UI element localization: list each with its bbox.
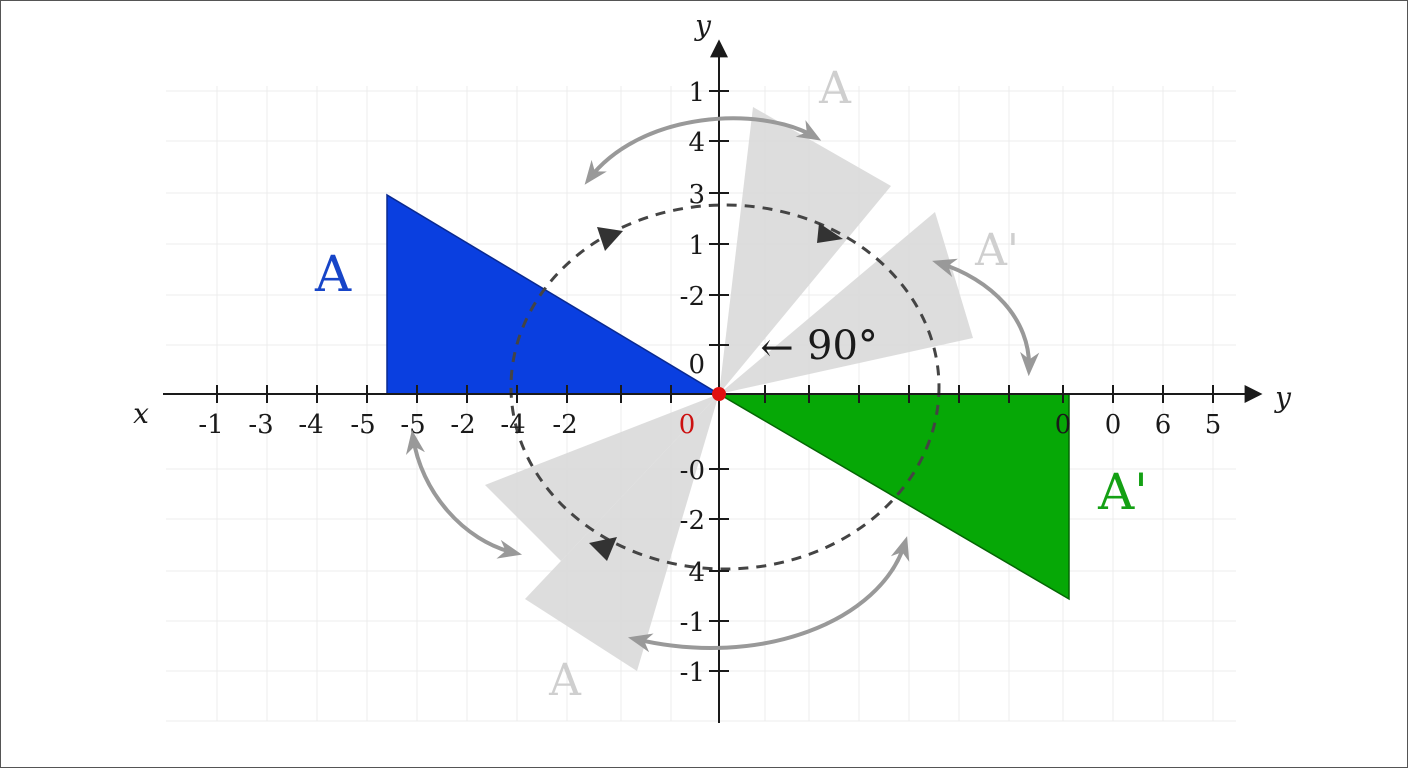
x-tick-label: 0	[1055, 410, 1072, 440]
rotation-angle-label: 90°	[807, 323, 878, 369]
path-arrowhead-icon	[589, 537, 617, 561]
label-ghost-top: A	[818, 63, 852, 114]
y-tick-label: 3	[688, 180, 705, 210]
x-axis-name: x	[133, 397, 149, 430]
y-axis-name-right: y	[1273, 381, 1292, 414]
curved-arrow-bottom	[627, 536, 910, 653]
y-tick-label: -2	[680, 282, 705, 312]
y-tick-label: 4	[688, 558, 705, 588]
rotation-center-point	[712, 387, 726, 401]
ghost-triangle-bottom	[525, 394, 719, 671]
y-axis-name-top: y	[693, 9, 712, 42]
label-triangle-A-prime: A'	[1097, 463, 1148, 521]
label-ghost-bottom: A	[548, 655, 582, 706]
y-tick-label: 4	[688, 128, 705, 158]
x-tick-label: 6	[1155, 410, 1172, 440]
y-tick-label: 1	[688, 78, 705, 108]
x-tick-label: -4	[298, 410, 323, 440]
x-tick-label: 5	[1205, 410, 1222, 440]
x-tick-label: -5	[350, 410, 375, 440]
y-tick-label: -1	[680, 658, 705, 688]
label-triangle-A: A	[314, 245, 352, 303]
path-arrowhead-icon	[817, 223, 843, 243]
path-arrowhead-icon	[597, 227, 623, 251]
rotation-arrow-icon: ←	[760, 325, 794, 371]
x-tick-label: -5	[400, 410, 425, 440]
x-axis-ticks	[216, 385, 1214, 403]
x-tick-label: -4	[500, 410, 525, 440]
y-tick-label: -2	[680, 506, 705, 536]
label-ghost-upper-right: A'	[974, 225, 1019, 276]
y-tick-label: 1	[688, 231, 705, 261]
y-tick-label: 0	[688, 350, 705, 380]
y-tick-label: -1	[680, 608, 705, 638]
ghost-triangle-upper-right	[719, 212, 973, 394]
ghost-triangle-lower-left	[485, 394, 719, 561]
curved-arrow-left	[405, 429, 523, 559]
curved-arrow-top	[584, 116, 822, 185]
curved-arrow-right	[932, 258, 1040, 377]
x-tick-label: -2	[450, 410, 475, 440]
x-tick-label: -3	[248, 410, 273, 440]
origin-label: 0	[679, 410, 696, 440]
x-tick-label: 0	[1105, 410, 1122, 440]
y-tick-label: -0	[680, 456, 705, 486]
x-tick-label: -2	[552, 410, 577, 440]
x-tick-label: -1	[198, 410, 223, 440]
